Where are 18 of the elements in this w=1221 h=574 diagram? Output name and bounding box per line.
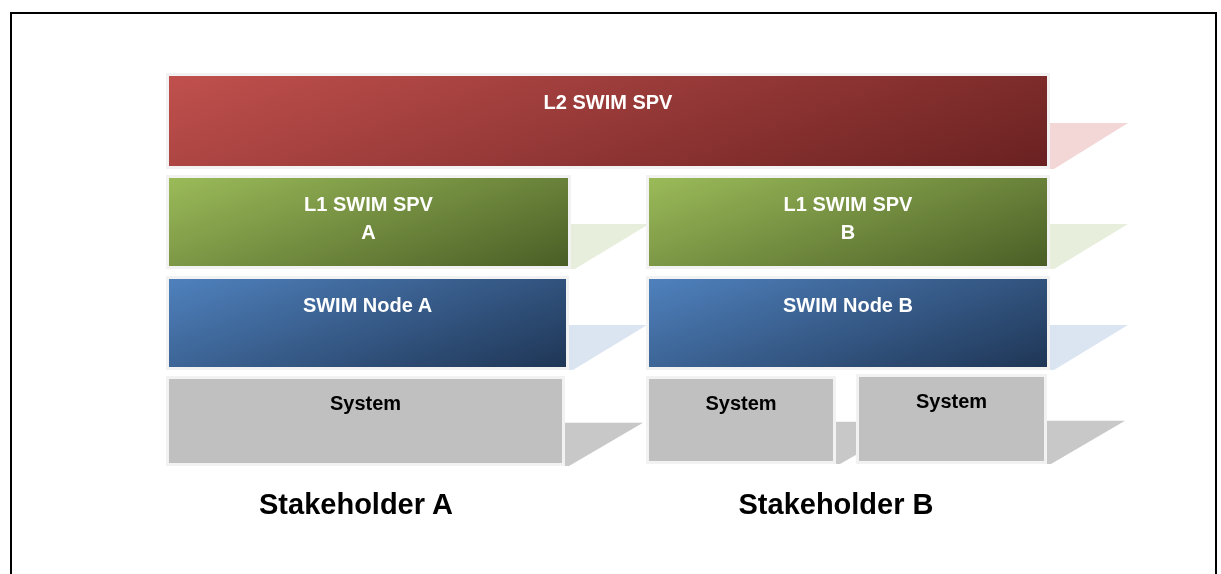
layer-label: System bbox=[328, 391, 403, 416]
layer-bar bbox=[166, 276, 569, 370]
stakeholder-label: Stakeholder A bbox=[259, 488, 453, 521]
layer-bar bbox=[646, 276, 1050, 370]
system-block bbox=[166, 376, 565, 466]
layer-bar bbox=[166, 175, 571, 269]
layer-label: L1 SWIM SPV A bbox=[303, 192, 434, 245]
layer-label: System bbox=[914, 389, 989, 414]
layer-label: L2 SWIM SPV bbox=[542, 90, 674, 115]
stakeholder-label: Stakeholder B bbox=[738, 488, 934, 521]
layer-bar bbox=[166, 73, 1050, 169]
layer-label: L1 SWIM SPV B bbox=[782, 192, 914, 245]
layer-label: SWIM Node A bbox=[301, 293, 434, 318]
system-block bbox=[646, 376, 836, 464]
layer-bar bbox=[646, 175, 1050, 269]
layer-label: SWIM Node B bbox=[782, 293, 914, 318]
layer-label: System bbox=[704, 391, 778, 416]
system-block bbox=[856, 374, 1047, 464]
